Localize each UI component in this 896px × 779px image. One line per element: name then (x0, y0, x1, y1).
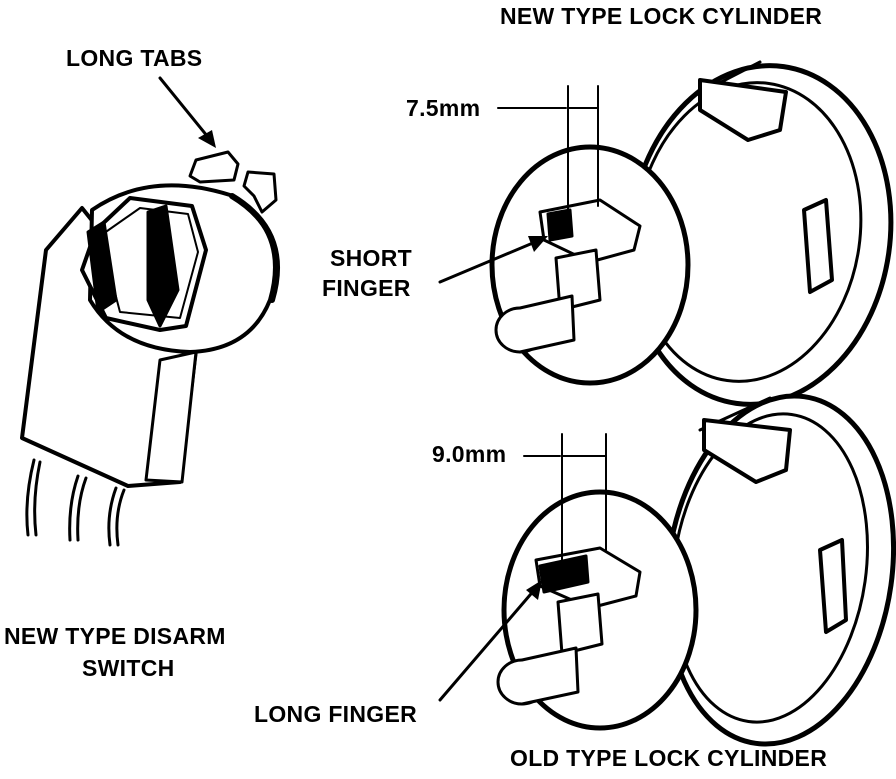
long-tabs-label: LONG TABS (66, 45, 203, 71)
old-cylinder-title: OLD TYPE LOCK CYLINDER (510, 745, 828, 771)
switch-board-side (144, 350, 198, 484)
new-cylinder-key-stem (554, 248, 602, 312)
switch-wire-3 (107, 486, 118, 547)
short-finger-label-line2: FINGER (322, 275, 411, 301)
long-tabs-arrow (158, 76, 214, 144)
switch-wire-2b (76, 476, 88, 542)
switch-label-line1: NEW TYPE DISARM (4, 623, 226, 649)
old-cylinder-side-tab (818, 538, 848, 634)
long-finger-label: LONG FINGER (254, 701, 418, 727)
old-cylinder-long-finger (538, 554, 590, 594)
switch-tab-1 (188, 150, 240, 184)
switch-tab-2 (242, 170, 278, 214)
switch-clip-right (146, 204, 180, 328)
dim-new-label: 7.5mm (406, 95, 481, 121)
old-cylinder-upper-tab (702, 418, 792, 484)
switch-wire-3b (115, 488, 126, 547)
new-cylinder-side-tab (802, 198, 834, 294)
long-tabs-arrowhead (198, 130, 216, 148)
short-finger-label-line1: SHORT (330, 245, 412, 271)
new-lock-cylinder (438, 60, 894, 407)
switch-label-line2: SWITCH (82, 655, 175, 681)
short-finger-arrow (438, 238, 542, 284)
new-cylinder-upper-tab (698, 78, 788, 142)
dim-old-label: 9.0mm (432, 441, 507, 467)
short-finger-arrowhead (528, 236, 548, 252)
new-cylinder-title: NEW TYPE LOCK CYLINDER (500, 3, 823, 29)
switch-wire-2 (68, 474, 80, 542)
new-cylinder-short-finger (546, 208, 574, 242)
switch-housing-rim (229, 193, 280, 303)
switch-connector-inner (99, 207, 199, 319)
switch-clip-left (86, 220, 118, 314)
switch-wire-1b (33, 460, 42, 537)
old-cylinder-key-stem (556, 592, 604, 656)
old-cylinder-key-shaft (520, 646, 580, 706)
new-cylinder-key-shaft (518, 294, 576, 354)
disarm-switch (20, 76, 280, 547)
switch-wire-1 (25, 458, 36, 537)
old-lock-cylinder (438, 393, 896, 747)
long-finger-arrowhead (526, 580, 542, 600)
long-finger-arrow (438, 586, 538, 702)
